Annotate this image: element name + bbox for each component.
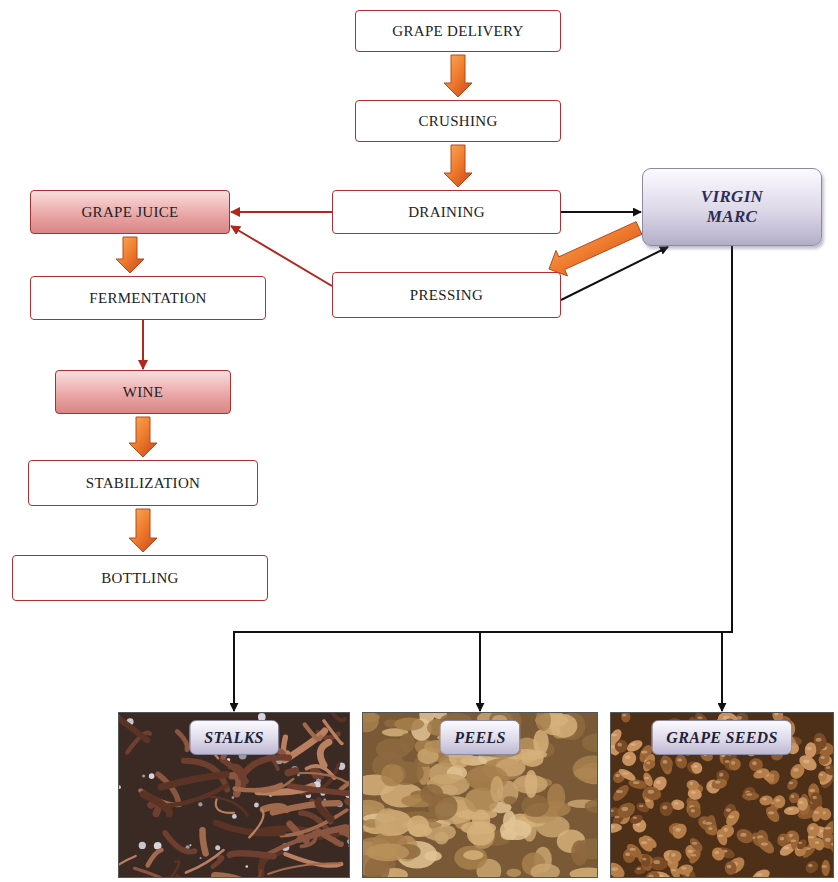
photo-panel: GRAPE SEEDS xyxy=(610,712,834,878)
box-label: DRAINING xyxy=(408,203,485,221)
marc-arrow xyxy=(234,246,732,711)
box-label: VIRGIN MARC xyxy=(684,187,780,228)
process-box: CRUSHING xyxy=(355,100,561,142)
product-box: GRAPE JUICE xyxy=(30,190,230,234)
block-arrow xyxy=(129,417,157,457)
product-box: WINE xyxy=(55,370,231,414)
panel-label: GRAPE SEEDS xyxy=(651,720,792,755)
box-label: WINE xyxy=(123,383,163,401)
panel-label: STALKS xyxy=(189,720,279,755)
block-arrow xyxy=(444,145,472,187)
box-label: STABILIZATION xyxy=(86,474,200,492)
byproduct-box: VIRGIN MARC xyxy=(642,168,822,246)
block-arrow xyxy=(129,509,157,552)
block-arrow xyxy=(444,55,472,97)
process-box: FERMENTATION xyxy=(30,276,266,320)
block-arrow xyxy=(116,237,144,273)
box-label: BOTTLING xyxy=(101,569,178,587)
box-label: GRAPE JUICE xyxy=(81,203,178,221)
box-label: CRUSHING xyxy=(418,112,497,130)
box-label: FERMENTATION xyxy=(89,289,206,307)
process-box: DRAINING xyxy=(332,190,561,234)
juice-arrow xyxy=(231,211,332,213)
marc-arrow xyxy=(561,247,668,300)
box-label: PRESSING xyxy=(410,286,483,304)
process-box: PRESSING xyxy=(332,272,561,318)
process-box: STABILIZATION xyxy=(28,460,258,506)
photo-panel: STALKS xyxy=(118,712,350,878)
marc-arrow xyxy=(561,211,641,213)
juice-arrow xyxy=(142,320,144,369)
process-box: BOTTLING xyxy=(12,555,268,601)
marc-arrow xyxy=(722,246,732,711)
process-box: GRAPE DELIVERY xyxy=(355,10,561,52)
box-label: GRAPE DELIVERY xyxy=(392,22,523,40)
panel-label: PEELS xyxy=(439,720,520,755)
photo-panel: PEELS xyxy=(362,712,598,878)
